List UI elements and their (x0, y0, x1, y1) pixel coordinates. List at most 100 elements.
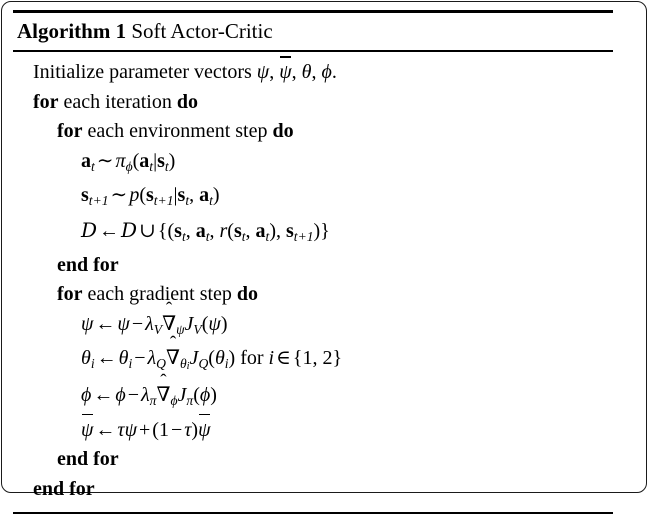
line-for-iteration: for each iteration do (13, 88, 613, 118)
comma-3: , (311, 61, 317, 84)
subscript-psi-1: ψ (176, 321, 185, 337)
symbol-s-4: s (174, 219, 182, 242)
for-gradient-step-text: each gradient step (87, 283, 232, 306)
line-init: Initialize parameter vectors ψ, ψ, θ, ϕ. (13, 56, 613, 88)
line-update-theta: θi←θi−λQ∇θiJQ(θi) for i∈{1, 2} (13, 334, 613, 381)
subscript-V-1: V (153, 321, 163, 337)
paren-open-5: ( (201, 312, 209, 335)
paren-open-6: ( (208, 347, 215, 370)
subscript-t-9: t (265, 228, 270, 244)
for-iteration-text: each iteration (63, 90, 172, 113)
symbol-s: s (157, 149, 165, 172)
subscript-V-2: V (193, 321, 202, 337)
paren-close-8: ) (191, 418, 199, 441)
symbol-tau-2: τ (184, 418, 192, 441)
subscript-pi-1: π (149, 393, 157, 409)
paren-open-8: ( (152, 418, 159, 441)
symbol-psi-1: ψ (81, 312, 94, 335)
subscript-Q-1: Q (156, 355, 166, 371)
symbol-psi-bar: ψ (279, 56, 292, 88)
paren-open-3: ( (167, 219, 175, 242)
operator-arrow-4: ← (93, 384, 114, 407)
set-one-two: {1, 2} (292, 347, 343, 370)
line-for-env-step: for each environment step do (13, 117, 613, 147)
symbol-psi-bar-1: ψ (81, 413, 93, 446)
symbol-s-1: s (81, 184, 89, 207)
number-one: 1 (158, 418, 169, 441)
line-sample-action: at∼πϕ(at|st) (13, 147, 613, 181)
symbol-lambda-1: λ (145, 312, 154, 335)
operator-minus-2: − (134, 347, 146, 370)
line-update-psi: ψ←ψ−λV∇ψJV(ψ) (13, 300, 613, 344)
subscript-t-7: t (205, 228, 210, 244)
symbol-phi-1: ϕ (81, 384, 92, 407)
subscript-i-3: i (186, 360, 190, 372)
subscript-t-8: t (241, 228, 246, 244)
keyword-for-3: for (57, 283, 83, 306)
paren-close-7: ) (210, 384, 217, 407)
subscript-t-3: t (164, 158, 169, 174)
subscript-t-plus-1: t+1 (88, 193, 109, 209)
symbol-dataset-2: D (121, 217, 138, 242)
symbol-phi-3: ϕ (199, 384, 211, 407)
operator-arrow-2: ← (95, 312, 116, 335)
comma-8: , (276, 219, 281, 242)
algorithm-title: Algorithm 1 Soft Actor-Critic (13, 13, 613, 50)
subscript-i-2: i (128, 355, 133, 371)
operator-arrow-3: ← (96, 347, 117, 370)
keyword-do-3: do (236, 283, 259, 306)
symbol-pi: π (115, 149, 126, 172)
keyword-for-2: for (57, 120, 83, 143)
paren-open-2: ( (139, 184, 146, 207)
line-update-psi-bar: ψ←τψ+(1−τ)ψ (13, 413, 613, 446)
symbol-J-3: J (177, 384, 187, 407)
symbol-p: p (129, 184, 140, 207)
symbol-theta-1: θ (81, 347, 91, 370)
subscript-t-plus-1-b: t+1 (153, 193, 174, 209)
operator-nabla-hat-2: ∇ (166, 334, 180, 374)
subscript-t-6: t (181, 228, 186, 244)
operator-sim-2: ∼ (110, 184, 128, 207)
symbol-lambda-3: λ (141, 384, 150, 407)
paren-open-7: ( (193, 384, 200, 407)
symbol-a-5: a (255, 219, 266, 242)
symbol-J-1: J (184, 312, 194, 335)
symbol-theta-2: θ (118, 347, 129, 370)
line-end-for-gradient-step: end for (13, 445, 613, 475)
symbol-theta-3: θ (214, 347, 225, 370)
keyword-do-2: do (272, 120, 294, 143)
operator-minus-4: − (170, 418, 183, 441)
symbol-a-4: a (195, 219, 206, 242)
symbol-s-2: s (145, 184, 154, 207)
subscript-Q-2: Q (198, 355, 209, 371)
symbol-phi: ϕ (321, 61, 332, 84)
algorithm-top-rule (13, 10, 613, 13)
paren-close-3: ) (313, 219, 321, 242)
line-end-for-iteration: end for (13, 475, 613, 505)
line-sample-next-state: st+1∼p(st+1|st, at) (13, 181, 613, 215)
symbol-dataset-1: D (81, 217, 98, 242)
paren-open-4: ( (227, 219, 234, 242)
subscript-t-4: t (185, 193, 190, 209)
comma-1: , (269, 61, 275, 84)
line-for-gradient-step: for each gradient step do (13, 280, 613, 310)
subscript-pi-2: π (186, 393, 194, 409)
for-env-step-text: each environment step (87, 120, 268, 143)
subscript-i-1: i (90, 355, 95, 371)
paren-close-6: ) (228, 347, 236, 370)
algorithm-block: Algorithm 1 Soft Actor-Critic Initialize… (13, 10, 613, 514)
line-update-phi: ϕ←ϕ−λπ∇ϕJπ(ϕ) (13, 372, 613, 415)
operator-nabla-hat-1: ∇ (162, 300, 176, 340)
symbol-theta: θ (301, 61, 312, 84)
operator-arrow-1: ← (99, 219, 120, 242)
period-1: . (331, 61, 337, 84)
algorithm-body: Initialize parameter vectors ψ, ψ, θ, ϕ.… (13, 52, 613, 512)
subscript-t-2: t (149, 158, 154, 174)
algorithm-name: Soft Actor-Critic (131, 19, 273, 43)
subscript-t: t (91, 158, 95, 174)
subscript-t-5: t (209, 193, 213, 209)
algorithm-number: Algorithm 1 (17, 19, 127, 43)
comma-7: , (245, 219, 251, 242)
paren-close-2: ) (212, 184, 220, 207)
symbol-s-3: s (177, 184, 186, 207)
